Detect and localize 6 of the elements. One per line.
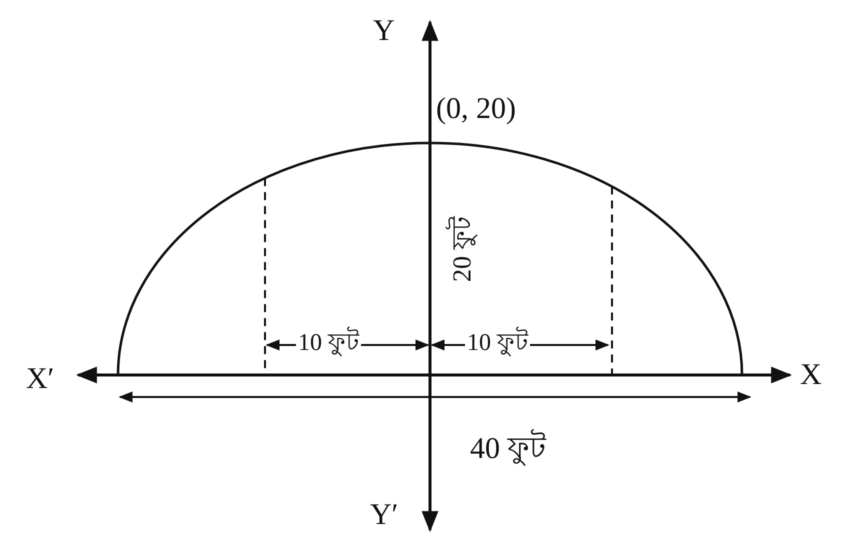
axis-label: X	[800, 358, 822, 391]
coordinate-label: (0, 20)	[436, 92, 516, 125]
dimension-label: 20 ফুট	[448, 216, 478, 282]
axis-label: Y′	[370, 498, 398, 531]
axis-label: X′	[26, 362, 54, 395]
axis-label: Y	[373, 14, 395, 47]
